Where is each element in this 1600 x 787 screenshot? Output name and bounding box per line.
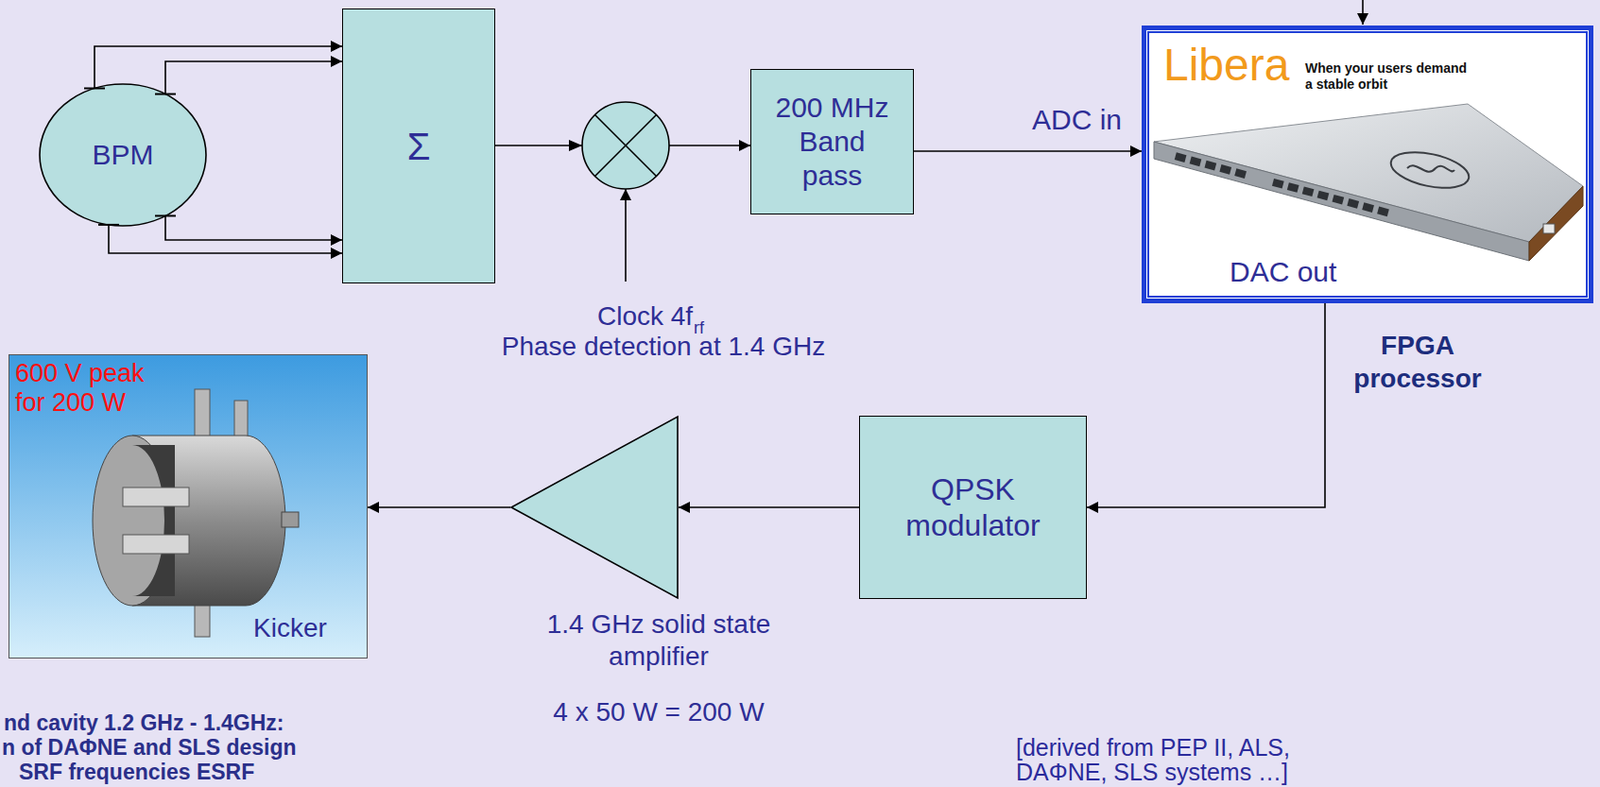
device-logo — [1407, 165, 1455, 172]
node-label: 200 MHz Band pass — [772, 90, 894, 193]
device-port — [1219, 164, 1232, 175]
electrode-button — [154, 93, 176, 96]
signal-arrow — [913, 150, 1142, 153]
caption-text: 1.4 GHz solid state amplifier — [535, 608, 782, 673]
caption-text: FPGA processor — [1337, 328, 1498, 396]
signal-arrow — [678, 506, 860, 509]
edge-label: ADC in — [1032, 103, 1122, 137]
device-port — [1317, 190, 1330, 202]
device-port — [1189, 156, 1203, 168]
brand-logo: Libera — [1163, 37, 1290, 93]
signal-label: Clock 4f — [597, 300, 693, 333]
device-port — [1204, 160, 1218, 172]
sum-box: Σ — [342, 8, 496, 284]
device-port — [1376, 206, 1390, 218]
input-wire — [1361, 0, 1364, 25]
shape-drawing — [510, 415, 679, 600]
kicker-panel: 600 V peak for 200 W Kicker — [8, 354, 368, 659]
note-text: nd cavity 1.2 GHz - 1.4GHz: — [3, 710, 285, 736]
mixer-cross — [595, 115, 657, 177]
signal-arrow — [1086, 303, 1325, 508]
device-logo — [1387, 146, 1472, 195]
mixer-symbol — [582, 102, 670, 190]
text-area: Σ — [343, 9, 495, 283]
filter-box: 200 MHz Band pass — [750, 68, 914, 215]
text-area: BPM — [38, 83, 207, 227]
electrode-stub — [164, 83, 167, 95]
device-port — [1287, 182, 1300, 193]
coupler-port — [194, 389, 210, 443]
device-port — [1234, 168, 1247, 179]
signal-arrow — [165, 61, 343, 84]
inner-frame — [1148, 32, 1587, 297]
spec-note: 600 V peak for 200 W — [15, 359, 176, 418]
pickup-ellipse: BPM — [38, 83, 207, 227]
device-port — [1302, 186, 1315, 197]
reference-note: DAΦNE, SLS systems …] — [1015, 759, 1289, 786]
device-port — [1361, 202, 1375, 213]
panel-ground — [9, 355, 367, 658]
arrow-head — [568, 139, 583, 152]
beam-pipe — [122, 487, 190, 507]
port-label: DAC out — [1229, 255, 1337, 290]
pickup-outline — [39, 84, 207, 226]
amplifier-outline — [511, 416, 678, 599]
reference-note: [derived from PEP II, ALS, — [1015, 735, 1291, 761]
signal-arrow — [108, 226, 343, 254]
note-text: SRF frequencies ESRF — [18, 759, 255, 785]
signal-arrow — [165, 226, 343, 241]
signal-arrow — [94, 46, 343, 84]
node-label: Σ — [407, 123, 431, 170]
part-name: Kicker — [253, 612, 327, 645]
note-text: n of DAΦNE and SLS design — [1, 735, 297, 760]
beam-pipe — [122, 534, 190, 554]
clock-wire — [624, 189, 627, 282]
device-port — [1346, 198, 1360, 209]
device-port — [1174, 152, 1188, 163]
power-switch — [1543, 223, 1555, 234]
electrode-stub — [164, 215, 167, 227]
node-label: QPSK modulator — [878, 471, 1068, 544]
device-port — [1272, 178, 1285, 190]
text-area: QPSK modulator — [860, 416, 1086, 599]
amplifier-symbol: 1.4 GHz solid state amplifier4 x 50 W = … — [510, 415, 679, 600]
device-port — [1331, 194, 1344, 206]
mixer-cross — [595, 115, 657, 177]
device-endcap — [1529, 186, 1583, 261]
processor-box: Libera When your users demand a stable or… — [1141, 25, 1594, 304]
node-label: BPM — [91, 137, 154, 173]
cavity-cutaway — [132, 445, 175, 597]
text-area: 200 MHz Band pass — [751, 69, 913, 214]
electrode-button — [84, 86, 105, 89]
slogan-text: When your users demand a stable orbit — [1305, 60, 1472, 93]
modulator-box: QPSK modulator — [859, 415, 1087, 600]
signal-arrow — [367, 506, 511, 509]
device-front — [1153, 141, 1530, 261]
note-text: Phase detection at 1.4 GHz — [474, 330, 853, 363]
caption-text: 4 x 50 W = 200 W — [535, 696, 782, 729]
tuner-knob — [281, 512, 299, 528]
electrode-button — [98, 223, 120, 226]
electrode-button — [154, 214, 176, 217]
